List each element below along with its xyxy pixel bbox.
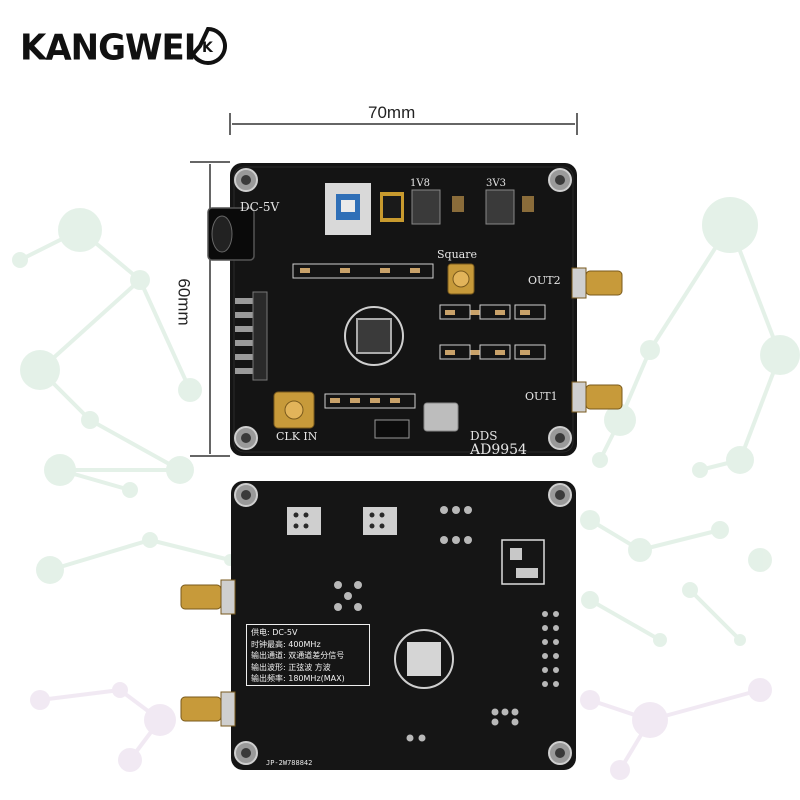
brand-badge-icon: K	[190, 26, 227, 65]
spec-row: 时钟最高: 400MHz	[251, 639, 321, 649]
chip-label: AD9954	[469, 442, 527, 458]
rail-1v8-label: 1V8	[410, 178, 430, 189]
brand-logo-text: KANGWEI	[20, 27, 196, 69]
rail-3v3-label: 3V3	[486, 178, 506, 189]
board-labels: DC-5V 1V8 3V3 Square OUT2 OUT1 CLK IN DD…	[240, 178, 561, 767]
width-dimension-label: 70mm	[368, 103, 416, 122]
out2-label: OUT2	[528, 274, 561, 287]
spec-panel: 供电: DC-5V 时钟最高: 400MHz 输出通道: 双通道差分信号 输出波…	[246, 624, 370, 686]
clk-in-label: CLK IN	[276, 430, 318, 443]
spec-row: 输出频率: 180MHz(MAX)	[251, 674, 345, 683]
background-network	[12, 197, 800, 780]
svg-text:K: K	[202, 40, 214, 56]
spec-row: 输出波形: 正弦波 方波	[251, 662, 331, 672]
square-label: Square	[437, 248, 477, 261]
part-number: JP-2W788842	[266, 759, 312, 767]
spec-row: 供电: DC-5V	[251, 628, 298, 637]
dc-label: DC-5V	[240, 200, 279, 214]
height-dimension-label: 60mm	[174, 278, 194, 326]
out1-label: OUT1	[525, 390, 558, 403]
board-front	[207, 163, 623, 456]
spec-row: 输出通道: 双通道差分信号	[251, 651, 345, 660]
board-back	[180, 481, 576, 770]
dds-label: DDS	[470, 429, 497, 443]
